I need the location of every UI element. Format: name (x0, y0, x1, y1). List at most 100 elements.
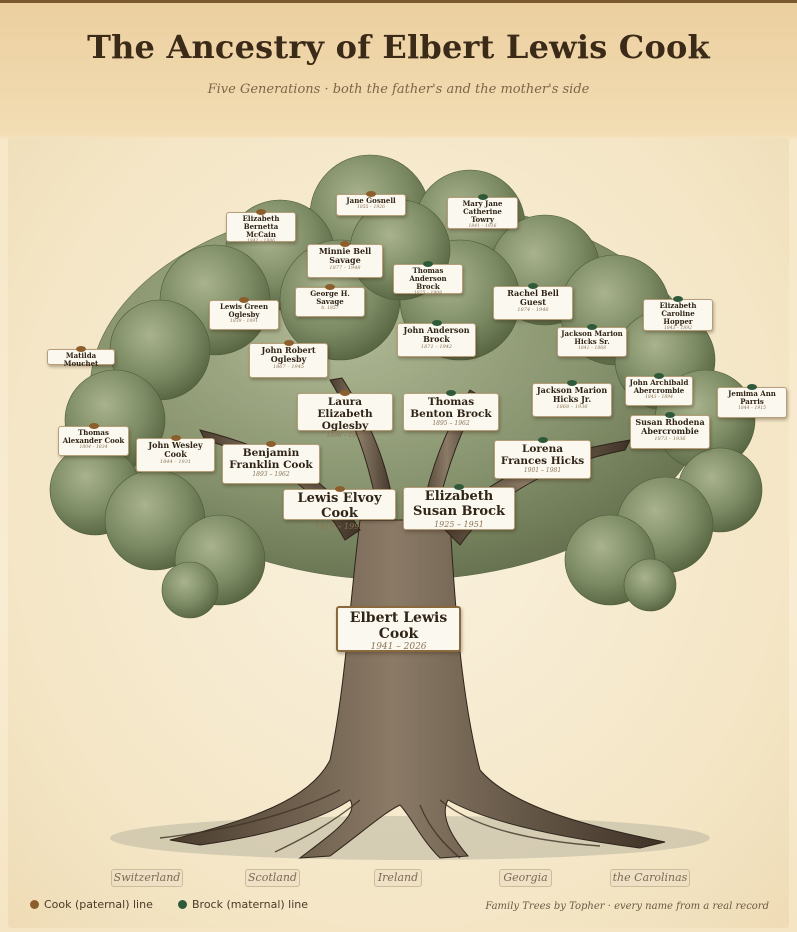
person-dates: 1916 – 1999 (314, 521, 365, 531)
person-dates: 1941 – 2026 (370, 642, 427, 653)
person-dates: 1844 – 1915 (737, 406, 766, 412)
person-card-elizabeth-caroline[interactable]: Elizabeth Caroline Hopper 1843 – 1892 (643, 296, 713, 332)
cook-pin (283, 340, 294, 346)
cook-pin (88, 423, 99, 429)
person-name: Thomas Alexander Cook (62, 428, 125, 446)
person-name: George H. Savage (310, 289, 350, 307)
brock-pin (423, 261, 433, 267)
brock-pin (587, 324, 597, 330)
brock-pin (431, 320, 442, 326)
credit-line: Family Trees by Topher · every name from… (485, 901, 769, 912)
person-dates: b. 1857 (321, 306, 339, 312)
brock-pin (446, 390, 456, 396)
region-label-georgia: Georgia (499, 869, 552, 887)
person-dates: 1843 – 1892 (663, 326, 692, 332)
cook-pin (239, 297, 249, 303)
cook-pin (334, 486, 345, 492)
person-name: Lewis Elvoy Cook (297, 491, 382, 521)
person-card-susan-rhodena[interactable]: Susan Rhodena Abercrombie 1873 – 1936 (630, 412, 710, 449)
person-card-matilda[interactable]: Matilda Mouchet (47, 346, 115, 368)
person-card-jackson-jr[interactable]: Jackson Marion Hicks Jr. 1868 – 1936 (532, 380, 612, 417)
person-name: Susan Rhodena Abercrombie (635, 417, 705, 437)
brock-pin (454, 484, 464, 490)
legend-brock-label: Brock (maternal) line (192, 898, 309, 911)
cook-pin (340, 241, 350, 247)
person-dates: 1867 – 1945 (272, 364, 305, 371)
person-card-lorena[interactable]: Lorena Frances Hicks 1901 – 1981 (494, 437, 591, 479)
person-card-lewis-elvoy[interactable]: Lewis Elvoy Cook 1916 – 1999 (283, 486, 396, 531)
region-label-ireland: Ireland (374, 869, 422, 887)
person-name: Jackson Marion Hicks Jr. (536, 385, 608, 405)
person-dates: 1804 – 1834 (79, 445, 108, 451)
person-name: Thomas Benton Brock (410, 396, 492, 421)
person-name: Jackson Marion Hicks Sr. (561, 329, 623, 347)
person-name: John Robert Oglesby (261, 345, 316, 365)
person-card-elizabeth-bernetta[interactable]: Elizabeth Bernetta McCain 1841 – 1886 (226, 209, 296, 244)
person-dates: 1873 – 1936 (654, 436, 686, 443)
brock-pin (477, 194, 488, 200)
person-dates: 1925 – 1951 (434, 519, 484, 529)
region-label-switzerland: Switzerland (111, 869, 183, 887)
person-name: Lorena Frances Hicks (500, 443, 585, 468)
person-dates: 1839 – 1891 (229, 319, 258, 325)
roots (159, 789, 601, 859)
person-name: John Archibald Abercrombie (629, 378, 689, 396)
legend-cook: Cook (paternal) line (30, 898, 153, 911)
person-name: Elizabeth Caroline Hopper (659, 301, 697, 327)
person-dates: 1895 – 1962 (432, 420, 470, 428)
person-dates: 1855 – 1926 (356, 205, 385, 211)
person-dates: 1896 – 1939 (326, 432, 364, 440)
person-card-benjamin[interactable]: Benjamin Franklin Cook 1893 – 1962 (222, 441, 320, 484)
person-card-rachel[interactable]: Rachel Bell Guest 1874 – 1946 (493, 283, 573, 320)
person-card-thomas-alexander[interactable]: Thomas Alexander Cook 1804 – 1834 (58, 423, 129, 456)
legend-cook-label: Cook (paternal) line (44, 898, 153, 911)
person-dates: 1841 – 1868 (577, 346, 606, 352)
person-card-elizabeth-susan[interactable]: Elizabeth Susan Brock 1925 – 1951 (403, 484, 515, 530)
page-title: The Ancestry of Elbert Lewis Cook (87, 28, 710, 66)
person-card-thomas-benton[interactable]: Thomas Benton Brock 1895 – 1962 (403, 390, 499, 431)
person-name: Thomas Anderson Brock (409, 266, 447, 292)
person-name: Elizabeth Bernetta McCain (242, 214, 280, 240)
person-name: Benjamin Franklin Cook (229, 447, 313, 472)
top-rule (0, 0, 797, 3)
person-dates: 1871 – 1942 (420, 344, 453, 351)
person-card-mary-jane[interactable]: Mary Jane Catherine Towry 1841 – 1916 (447, 194, 518, 230)
brock-pin (567, 380, 577, 386)
brock-pin (665, 412, 675, 418)
region-label-scotland: Scotland (245, 869, 300, 887)
person-card-jackson-sr[interactable]: Jackson Marion Hicks Sr. 1841 – 1868 (557, 324, 627, 357)
person-dates: 1825 – 1908 (413, 291, 442, 297)
cook-line-dot (30, 900, 39, 909)
person-card-lewis-green[interactable]: Lewis Green Oglesby 1839 – 1891 (209, 297, 279, 330)
person-card-thomas-anderson[interactable]: Thomas Anderson Brock 1825 – 1908 (393, 261, 463, 297)
person-name: John Anderson Brock (403, 325, 470, 345)
brock-pin (528, 283, 538, 289)
person-card-john-anderson[interactable]: John Anderson Brock 1871 – 1942 (397, 320, 476, 357)
person-card-john-wesley[interactable]: John Wesley Cook 1844 – 1931 (136, 435, 215, 472)
person-name: Jane Gosnell (346, 196, 396, 205)
person-card-elbert[interactable]: Elbert Lewis Cook 1941 – 2026 (336, 606, 461, 652)
person-name: Elbert Lewis Cook (349, 610, 448, 643)
person-card-jane[interactable]: Jane Gosnell 1855 – 1926 (336, 191, 406, 216)
person-dates: 1901 – 1981 (523, 467, 562, 475)
person-name: Lewis Green Oglesby (219, 302, 269, 320)
person-dates: 1841 – 1916 (468, 224, 497, 230)
cook-pin (256, 209, 266, 215)
person-card-george[interactable]: George H. Savage b. 1857 (295, 284, 365, 317)
region-label-carolinas: the Carolinas (610, 869, 690, 887)
person-dates: 1893 – 1962 (252, 471, 290, 479)
brock-line-dot (178, 900, 187, 909)
person-card-john-robert[interactable]: John Robert Oglesby 1867 – 1945 (249, 340, 328, 378)
brock-pin (673, 296, 683, 302)
person-name: Minnie Bell Savage (318, 246, 372, 266)
person-dates: 1843 – 1894 (644, 395, 673, 401)
person-card-john-archibald[interactable]: John Archibald Abercrombie 1843 – 1894 (625, 373, 693, 406)
person-card-jemima[interactable]: Jemima Ann Parris 1844 – 1915 (717, 384, 787, 418)
person-card-minnie[interactable]: Minnie Bell Savage 1877 – 1948 (307, 241, 383, 278)
person-dates: 1844 – 1931 (159, 459, 192, 466)
cook-pin (325, 284, 335, 290)
brock-pin (747, 384, 757, 390)
person-card-laura[interactable]: Laura Elizabeth Oglesby 1896 – 1939 (297, 390, 393, 439)
